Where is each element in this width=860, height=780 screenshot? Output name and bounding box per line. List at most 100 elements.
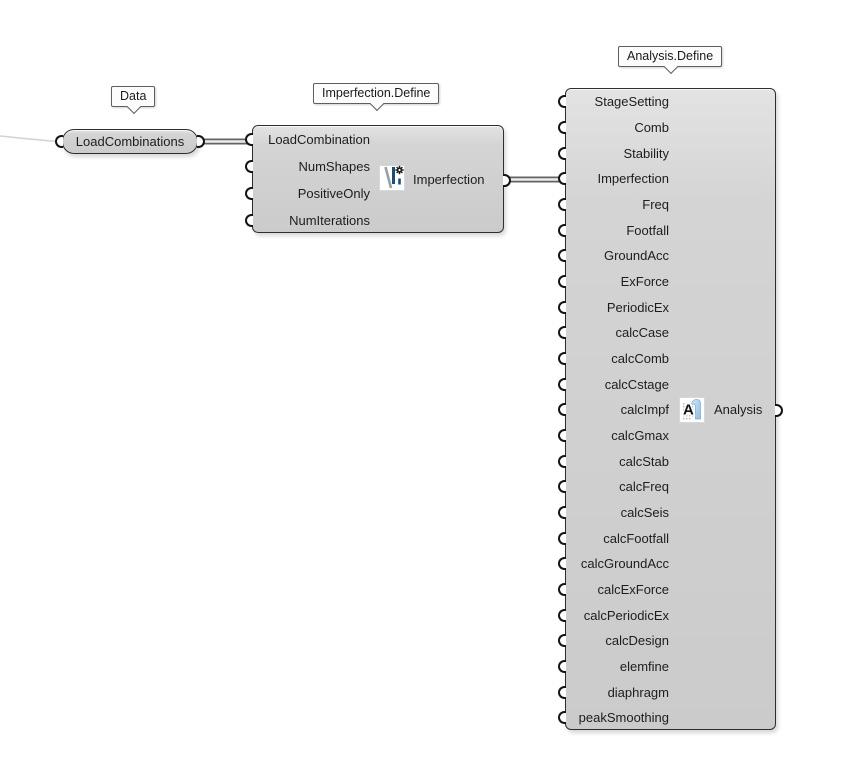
input-row: calcPeriodicEx xyxy=(558,602,775,628)
input-row: calcDesign xyxy=(558,628,775,654)
input-label: Freq xyxy=(642,197,669,213)
input-grip[interactable] xyxy=(245,133,253,146)
node-analysis-define[interactable]: StageSetting Comb Stability Imperfection… xyxy=(558,88,783,731)
input-grip[interactable] xyxy=(558,249,566,263)
input-grip[interactable] xyxy=(558,660,566,674)
input-row: NumIterations xyxy=(245,207,503,234)
input-row: Imperfection xyxy=(558,166,775,192)
tag-data: Data xyxy=(111,86,156,114)
input-row: calcCase xyxy=(558,320,775,346)
input-label: Comb xyxy=(634,120,669,135)
input-grip[interactable] xyxy=(558,583,566,597)
gear-icon xyxy=(395,165,404,175)
input-grip[interactable] xyxy=(558,557,566,571)
input-label: diaphragm xyxy=(607,684,669,700)
input-row: GroundAcc xyxy=(558,243,775,269)
input-label: calcCase xyxy=(615,325,669,341)
input-grip[interactable] xyxy=(558,506,566,520)
input-grip[interactable] xyxy=(558,275,566,289)
letter-a: A xyxy=(683,402,694,419)
input-label: calcImpf xyxy=(620,402,669,418)
input-grip[interactable] xyxy=(245,187,253,200)
input-label: ExForce xyxy=(620,274,669,290)
node-label: LoadCombinations xyxy=(75,134,185,149)
node-imperfection-define[interactable]: LoadCombination NumShapes PositiveOnly N… xyxy=(245,125,511,234)
input-label: calcPeriodicEx xyxy=(583,607,669,623)
input-row: calcExForce xyxy=(558,577,775,603)
input-grip[interactable] xyxy=(558,685,566,699)
input-grip[interactable] xyxy=(558,480,566,494)
blue-ribbon xyxy=(691,399,701,420)
input-grip[interactable] xyxy=(558,531,566,545)
input-row: calcCstage xyxy=(558,371,775,397)
input-label: calcFootfall xyxy=(603,530,669,546)
input-label: LoadCombination xyxy=(268,132,370,147)
input-grip[interactable] xyxy=(558,403,566,417)
input-row: calcFootfall xyxy=(558,525,775,551)
node-loadcombinations[interactable]: LoadCombinations xyxy=(55,129,205,154)
input-row: StageSetting xyxy=(558,89,775,115)
input-grip[interactable] xyxy=(558,711,566,725)
tag-data-label: Data xyxy=(120,89,147,103)
input-grip[interactable] xyxy=(245,214,253,227)
input-grip[interactable] xyxy=(558,223,566,237)
input-grip[interactable] xyxy=(558,198,566,212)
input-row: calcFreq xyxy=(558,474,775,500)
input-label: calcFreq xyxy=(619,479,669,495)
output-grip[interactable] xyxy=(775,403,783,417)
output-grip[interactable] xyxy=(197,135,205,148)
input-row: diaphragm xyxy=(558,679,775,705)
input-label: StageSetting xyxy=(594,94,669,110)
tag-analysis-label: Analysis.Define xyxy=(627,49,714,63)
input-label: calcGroundAcc xyxy=(580,556,669,572)
input-label: GroundAcc xyxy=(603,248,669,264)
input-row: Comb xyxy=(558,115,775,141)
input-row: Footfall xyxy=(558,217,775,243)
input-row: peakSmoothing xyxy=(558,705,775,731)
input-grip[interactable] xyxy=(558,172,566,186)
input-row: Stability xyxy=(558,140,775,166)
input-label: NumIterations xyxy=(289,213,370,228)
input-grip[interactable] xyxy=(558,634,566,648)
input-grip[interactable] xyxy=(558,429,566,443)
input-label: calcCstage xyxy=(604,376,669,392)
input-row: NumShapes xyxy=(245,153,503,180)
input-label: PositiveOnly xyxy=(297,186,370,201)
input-row: PeriodicEx xyxy=(558,294,775,320)
input-label: calcDesign xyxy=(605,633,669,649)
input-grip[interactable] xyxy=(558,454,566,468)
input-row: calcSeis xyxy=(558,500,775,526)
input-row: PositiveOnly xyxy=(245,180,503,207)
output-label: Imperfection xyxy=(413,172,485,187)
input-grip[interactable] xyxy=(558,377,566,391)
input-grip[interactable] xyxy=(558,95,566,109)
input-grip[interactable] xyxy=(558,300,566,314)
input-row: calcStab xyxy=(558,448,775,474)
input-row: calcGroundAcc xyxy=(558,551,775,577)
input-row: calcGmax xyxy=(558,423,775,449)
input-row: calcImpf xyxy=(558,397,775,423)
tag-imperfection-define: Imperfection.Define xyxy=(313,83,440,111)
input-row: ExForce xyxy=(558,269,775,295)
input-grip[interactable] xyxy=(558,608,566,622)
input-label: calcComb xyxy=(611,351,669,367)
input-grip[interactable] xyxy=(558,146,566,160)
input-label: calcGmax xyxy=(611,428,669,444)
input-grip[interactable] xyxy=(55,135,63,148)
input-grip[interactable] xyxy=(245,160,253,173)
input-label: calcExForce xyxy=(597,582,669,598)
input-grip[interactable] xyxy=(558,352,566,366)
input-label: Footfall xyxy=(626,222,669,238)
wire-from-offscreen[interactable] xyxy=(0,135,58,143)
input-label: Stability xyxy=(623,145,669,161)
output-label: Analysis xyxy=(714,402,763,417)
input-row: LoadCombination xyxy=(245,126,503,153)
tag-imperfection-label: Imperfection.Define xyxy=(322,86,431,100)
input-label: NumShapes xyxy=(298,159,370,174)
input-label: Imperfection xyxy=(597,171,669,187)
input-row: elemfine xyxy=(558,654,775,680)
output-grip[interactable] xyxy=(503,173,511,187)
input-grip[interactable] xyxy=(558,326,566,340)
input-grip[interactable] xyxy=(558,121,566,134)
